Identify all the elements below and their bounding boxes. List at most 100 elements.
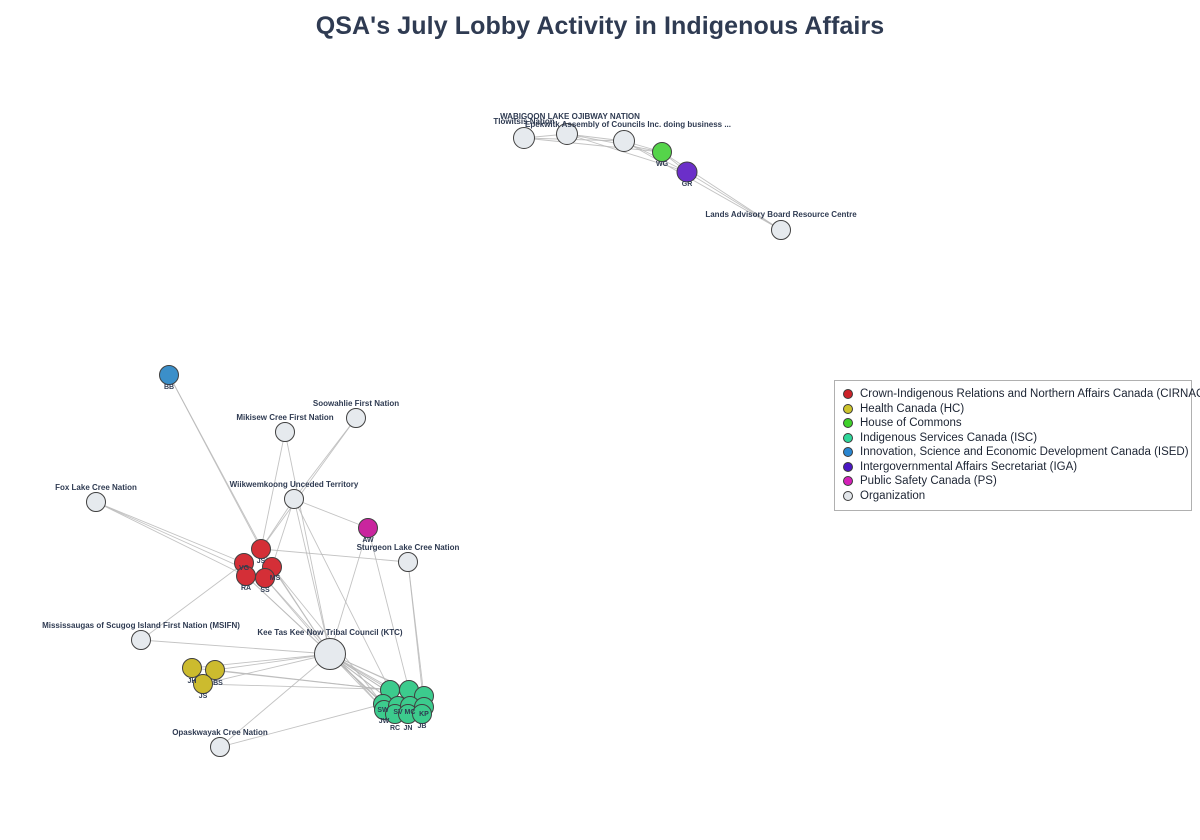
legend-color-swatch-icon [843, 476, 853, 487]
graph-node-label: BB [164, 384, 174, 391]
graph-node-label: JH [188, 678, 197, 685]
graph-edge [140, 562, 245, 641]
graph-edge [95, 501, 247, 577]
legend-item-label: Intergovernmental Affairs Secretariat (I… [860, 460, 1078, 473]
graph-node-label: MS [270, 575, 281, 582]
graph-node-label: SS [260, 587, 270, 594]
graph-node-label: SV [393, 709, 403, 716]
graph-edge [214, 653, 331, 671]
legend-item[interactable]: Intergovernmental Affairs Secretariat (I… [843, 460, 1183, 475]
page-title: QSA's July Lobby Activity in Indigenous … [315, 12, 885, 40]
graph-node-label: Tlowitsis Nation [493, 117, 554, 126]
graph-node[interactable] [652, 142, 672, 162]
graph-node[interactable] [412, 704, 432, 724]
legend-color-swatch-icon [843, 403, 853, 414]
graph-edge [293, 498, 391, 691]
legend-color-swatch-icon [843, 432, 853, 443]
graph-edge [260, 417, 357, 550]
graph-node-label: MC [405, 709, 416, 716]
graph-node-label: JW [379, 718, 390, 725]
legend-item-label: House of Commons [860, 417, 962, 429]
graph-node[interactable] [210, 737, 230, 757]
graph-node[interactable] [284, 489, 304, 509]
graph-node[interactable] [398, 552, 418, 572]
graph-node-label: BS [213, 680, 223, 687]
graph-edge [271, 566, 384, 705]
graph-node-label: RC [390, 725, 400, 732]
graph-edge [623, 140, 782, 231]
graph-edge [293, 498, 331, 655]
graph-node-label: JN [404, 725, 413, 732]
graph-edge [140, 639, 331, 655]
graph-node[interactable] [131, 630, 151, 650]
graph-node-label: Wiikwemkoong Unceded Territory [230, 480, 359, 489]
graph-node-label: RA [241, 585, 251, 592]
graph-node-label: Mikisew Cree First Nation [236, 413, 333, 422]
graph-node[interactable] [255, 568, 275, 588]
legend-item-label: Organization [860, 489, 926, 502]
legend-panel: Crown-Indigenous Relations and Northern … [834, 380, 1200, 511]
graph-edge [407, 561, 425, 708]
graph-node-label: VG [239, 565, 250, 572]
graph-edge [271, 498, 295, 568]
graph-edge [214, 669, 391, 691]
legend-item-label: Crown-Indigenous Relations and Northern … [860, 388, 1200, 400]
graph-node[interactable] [159, 365, 179, 385]
graph-node[interactable] [86, 492, 106, 512]
graph-edge [329, 527, 369, 655]
graph-edge [284, 431, 331, 655]
legend-item[interactable]: Public Safety Canada (PS) [843, 474, 1183, 489]
graph-edge [367, 527, 410, 691]
graph-node[interactable] [771, 220, 791, 240]
graph-node-label: Epekwitk Assembly of Councils Inc. doing… [525, 120, 731, 129]
legend-item[interactable]: Health Canada (HC) [843, 402, 1183, 417]
graph-node[interactable] [346, 408, 366, 428]
graph-node-label: JS [257, 558, 266, 565]
legend-color-swatch-icon [843, 389, 853, 400]
graph-node[interactable] [358, 518, 378, 538]
graph-node-label: SW [377, 707, 389, 714]
graph-node-label: Kee Tas Kee Now Tribal Council (KTC) [257, 628, 403, 637]
graph-node-label: JB [418, 723, 427, 730]
graph-node[interactable] [314, 638, 346, 670]
graph-node-label: Soowahlie First Nation [313, 399, 399, 408]
legend-item-label: Indigenous Services Canada (ISC) [860, 431, 1038, 444]
legend-item[interactable]: House of Commons [843, 416, 1183, 431]
graph-edge [293, 417, 357, 500]
legend-color-swatch-icon [843, 490, 853, 501]
graph-node-label: Sturgeon Lake Cree Nation [357, 543, 460, 552]
graph-node-label: Fox Lake Cree Nation [55, 483, 137, 492]
graph-node[interactable] [676, 161, 698, 183]
graph-node-label: WG [656, 161, 669, 168]
graph-edge [219, 653, 331, 748]
graph-edge [168, 374, 273, 568]
graph-node[interactable] [556, 123, 578, 145]
graph-node[interactable] [275, 422, 295, 442]
graph-node-label: KP [419, 711, 429, 718]
legend-color-swatch-icon [843, 447, 853, 458]
legend-item[interactable]: Crown-Indigenous Relations and Northern … [843, 387, 1200, 402]
graph-node[interactable] [205, 660, 225, 680]
graph-edge [293, 498, 369, 529]
graph-node-label: Mississaugas of Scugog Island First Nati… [42, 621, 240, 630]
legend-item[interactable]: Innovation, Science and Economic Develop… [843, 445, 1189, 460]
graph-edge [245, 575, 384, 705]
graph-node[interactable] [251, 539, 271, 559]
graph-edges-layer [95, 133, 782, 748]
graph-edge [202, 653, 331, 685]
legend-item-label: Health Canada (HC) [860, 402, 965, 415]
graph-node[interactable] [513, 127, 535, 149]
graph-nodes-layer[interactable] [86, 123, 791, 757]
graph-node[interactable] [193, 674, 213, 694]
legend-item[interactable]: Organization [843, 489, 1183, 504]
graph-edge [260, 431, 286, 550]
graph-node[interactable] [613, 130, 635, 152]
graph-edge [219, 703, 384, 748]
graph-node[interactable] [182, 658, 202, 678]
legend-color-swatch-icon [843, 461, 853, 472]
legend-item-label: Innovation, Science and Economic Develop… [860, 446, 1189, 458]
legend-item[interactable]: Indigenous Services Canada (ISC) [843, 431, 1183, 446]
